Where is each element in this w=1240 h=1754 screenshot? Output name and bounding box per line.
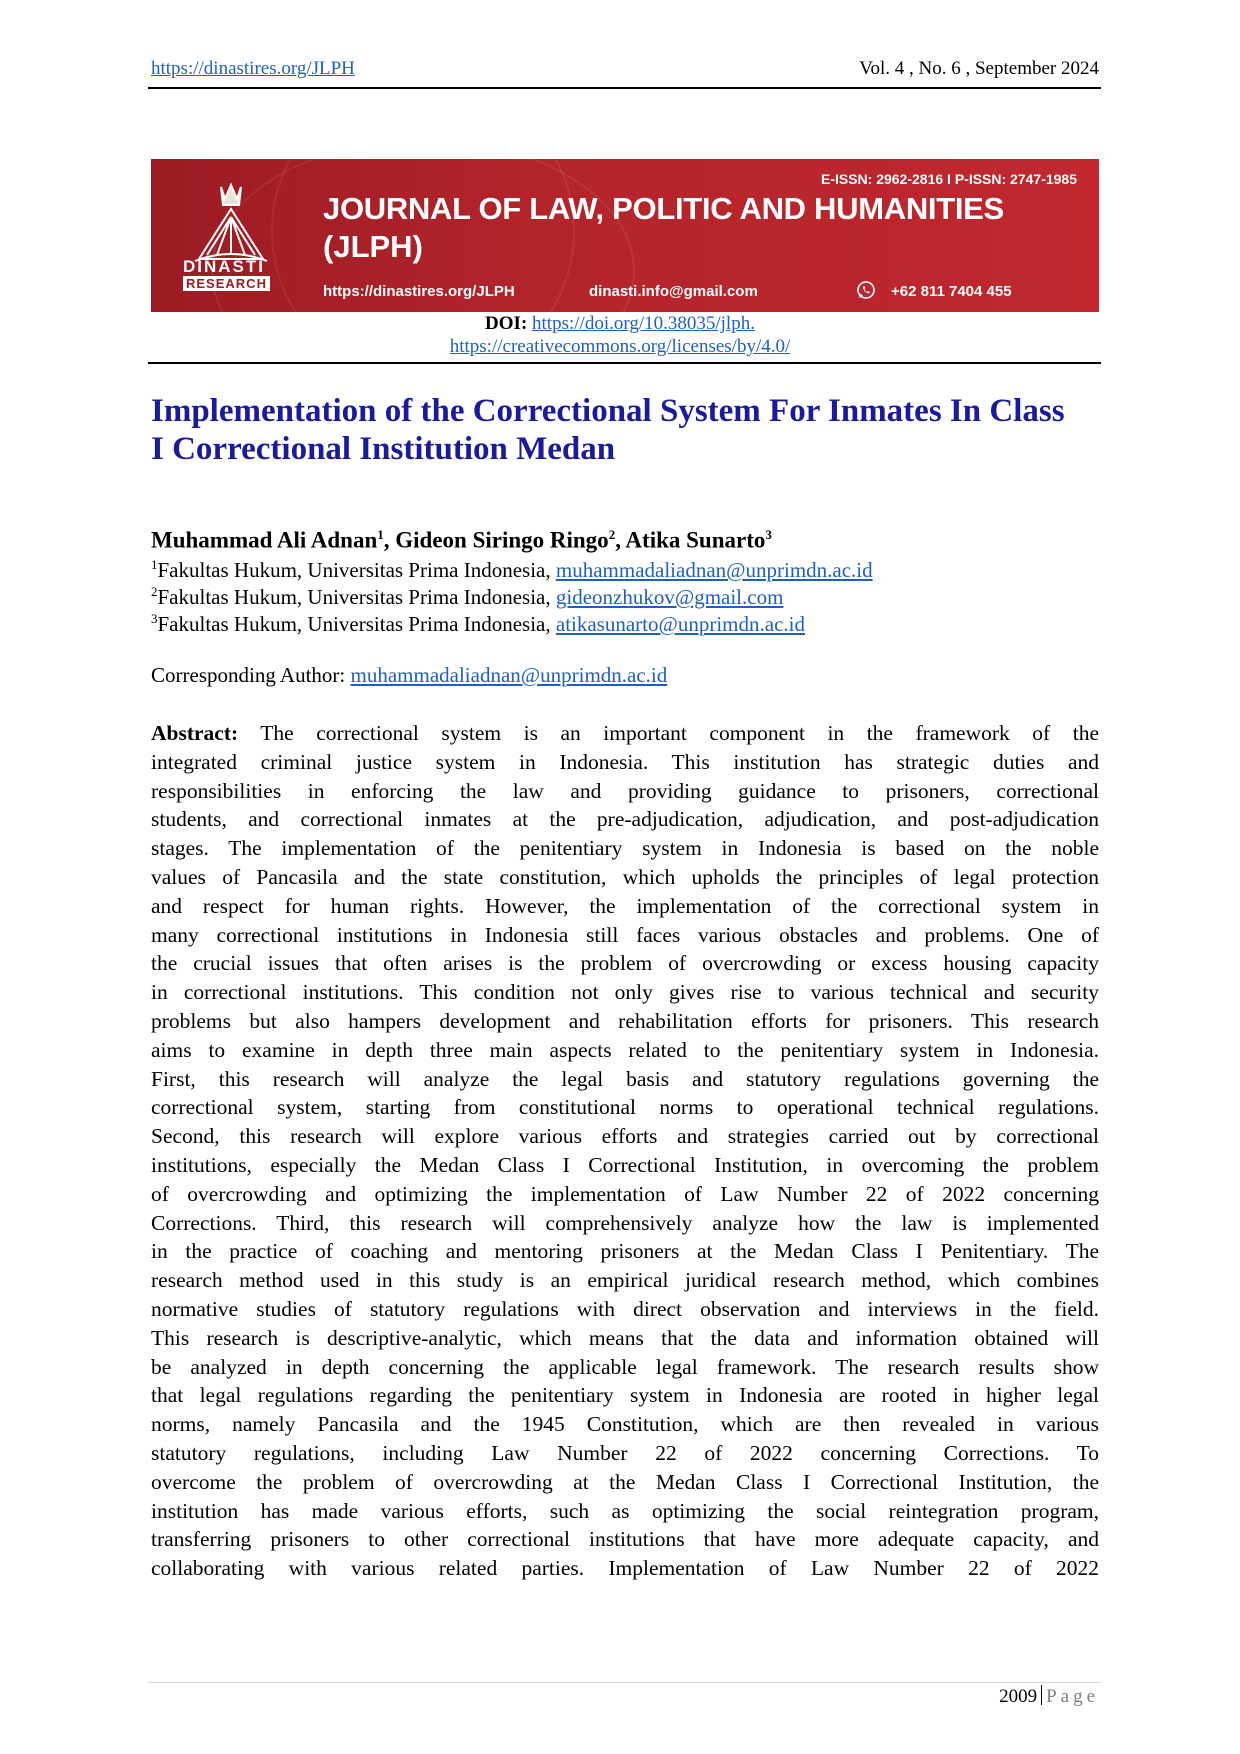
abstract-line: statutory regulations, including Law Num… bbox=[151, 1440, 1099, 1465]
author-email-link[interactable]: muhammadaliadnan@unprimdn.ac.id bbox=[555, 558, 873, 582]
doi-label: DOI: bbox=[485, 313, 528, 334]
banner-email: dinasti.info@gmail.com bbox=[589, 283, 758, 300]
license-link[interactable]: https://creativecommons.org/licenses/by/… bbox=[449, 336, 791, 357]
page-number-value: 2009 bbox=[999, 1686, 1038, 1707]
journal-banner: DINASTI RESEARCH E-ISSN: 2962-2816 I P-I… bbox=[151, 159, 1099, 312]
whatsapp-icon bbox=[857, 281, 875, 299]
issn-text: E-ISSN: 2962-2816 I P-ISSN: 2747-1985 bbox=[820, 171, 1077, 187]
dinasti-logo-icon bbox=[194, 182, 268, 262]
abstract-line: This research is descriptive-analytic, w… bbox=[151, 1325, 1099, 1350]
affiliation: 1Fakultas Hukum, Universitas Prima Indon… bbox=[151, 557, 873, 583]
abstract-line: Corrections. Third, this research will c… bbox=[151, 1210, 1099, 1235]
abstract-line: that legal regulations regarding the pen… bbox=[151, 1383, 1099, 1408]
abstract-line: institutions, especially the Medan Class… bbox=[151, 1152, 1099, 1177]
author-affiliation-mark: 3 bbox=[765, 527, 772, 542]
volume-info: Vol. 4 , No. 6 , September 2024 bbox=[859, 58, 1099, 79]
banner-phone: +62 811 7404 455 bbox=[891, 283, 1012, 300]
author-name: Atika Sunarto bbox=[625, 527, 766, 553]
author-separator: , bbox=[383, 527, 396, 553]
article-title-line-1: Implementation of the Correctional Syste… bbox=[151, 393, 1065, 429]
abstract-line: First, this research will analyze the le… bbox=[151, 1066, 1099, 1091]
abstract-line: aims to examine in depth three main aspe… bbox=[151, 1037, 1099, 1062]
abstract-line: overcome the problem of overcrowding at … bbox=[151, 1469, 1099, 1494]
abstract-line: the crucial issues that often arises is … bbox=[151, 951, 1099, 976]
author-name: Muhammad Ali Adnan bbox=[151, 527, 378, 553]
abstract-line: in the practice of coaching and mentorin… bbox=[151, 1239, 1099, 1264]
abstract-line: normative studies of statutory regulatio… bbox=[151, 1296, 1099, 1321]
doi-divider bbox=[148, 362, 1101, 364]
abstract-line: and respect for human rights. However, t… bbox=[151, 893, 1099, 918]
corresponding-label: Corresponding Author: bbox=[151, 663, 351, 687]
affiliation-mark: 3 bbox=[151, 611, 158, 626]
header-divider bbox=[148, 87, 1101, 89]
logo-text-research: RESEARCH bbox=[183, 276, 270, 291]
affiliation-text: Fakultas Hukum, Universitas Prima Indone… bbox=[157, 585, 556, 609]
abstract-line: collaborating with various related parti… bbox=[151, 1556, 1099, 1581]
author-affiliation-mark: 2 bbox=[608, 527, 616, 542]
author-email-link[interactable]: gideonzhukov@gmail.com bbox=[555, 585, 784, 609]
abstract-label: Abstract: bbox=[151, 721, 239, 745]
page-separator bbox=[1041, 1685, 1043, 1705]
affiliation-mark: 2 bbox=[151, 584, 158, 599]
corresponding-email-link[interactable]: muhammadaliadnan@unprimdn.ac.id bbox=[350, 663, 668, 687]
author-separator: , bbox=[615, 527, 626, 553]
article-title-line-2: I Correctional Institution Medan bbox=[151, 431, 616, 467]
author-affiliation-mark: 1 bbox=[377, 527, 384, 542]
abstract: Abstract: The correctional system is an … bbox=[151, 719, 1099, 1583]
abstract-line: Second, this research will explore vario… bbox=[151, 1124, 1099, 1149]
abstract-text: The correctional system is an important … bbox=[238, 721, 1099, 745]
abstract-line: be analyzed in depth concerning the appl… bbox=[151, 1354, 1099, 1379]
affiliation: 3Fakultas Hukum, Universitas Prima Indon… bbox=[151, 611, 805, 637]
author-list: Muhammad Ali Adnan1, Gideon Siringo Ring… bbox=[151, 527, 772, 554]
abstract-line: transferring prisoners to other correcti… bbox=[151, 1527, 1099, 1552]
abstract-line: problems but also hampers development an… bbox=[151, 1008, 1099, 1033]
affiliation: 2Fakultas Hukum, Universitas Prima Indon… bbox=[151, 584, 783, 610]
license-line: https://creativecommons.org/licenses/by/… bbox=[0, 336, 1240, 358]
abstract-line: Abstract: The correctional system is an … bbox=[151, 719, 1099, 748]
journal-title: JOURNAL OF LAW, POLITIC AND HUMANITIES bbox=[323, 191, 1004, 226]
abstract-line: research method used in this study is an… bbox=[151, 1268, 1099, 1293]
abstract-line: institution has made various efforts, su… bbox=[151, 1498, 1099, 1523]
logo-text-dinasti: DINASTI bbox=[183, 257, 265, 276]
abstract-line: many correctional institutions in Indone… bbox=[151, 922, 1099, 947]
abstract-line: norms, namely Pancasila and the 1945 Con… bbox=[151, 1412, 1099, 1437]
affiliation-text: Fakultas Hukum, Universitas Prima Indone… bbox=[157, 558, 556, 582]
abstract-line: in correctional institutions. This condi… bbox=[151, 980, 1099, 1005]
author-name: Gideon Siringo Ringo bbox=[395, 527, 609, 553]
author-email-link[interactable]: atikasunarto@unprimdn.ac.id bbox=[555, 612, 805, 636]
journal-url-link[interactable]: https://dinastires.org/JLPH bbox=[151, 58, 355, 79]
affiliation-mark: 1 bbox=[151, 557, 158, 572]
abstract-line: responsibilities in enforcing the law an… bbox=[151, 778, 1099, 803]
abstract-line: students, and correctional inmates at th… bbox=[151, 807, 1099, 832]
abstract-line: of overcrowding and optimizing the imple… bbox=[151, 1181, 1099, 1206]
doi-link[interactable]: https://doi.org/10.38035/jlph. bbox=[532, 313, 755, 334]
page-number: 2009 Page bbox=[999, 1685, 1099, 1708]
journal-abbreviation: (JLPH) bbox=[323, 229, 423, 264]
banner-url: https://dinastires.org/JLPH bbox=[323, 283, 515, 300]
doi-line: DOI: https://doi.org/10.38035/jlph. bbox=[0, 313, 1240, 335]
abstract-line: values of Pancasila and the state consti… bbox=[151, 864, 1099, 889]
affiliation-text: Fakultas Hukum, Universitas Prima Indone… bbox=[157, 612, 556, 636]
abstract-line: correctional system, starting from const… bbox=[151, 1095, 1099, 1120]
footer-divider bbox=[148, 1682, 1101, 1683]
abstract-line: stages. The implementation of the penite… bbox=[151, 836, 1099, 861]
abstract-line: integrated criminal justice system in In… bbox=[151, 749, 1099, 774]
corresponding-author: Corresponding Author: muhammadaliadnan@u… bbox=[151, 663, 667, 688]
page-label: Page bbox=[1046, 1686, 1099, 1707]
